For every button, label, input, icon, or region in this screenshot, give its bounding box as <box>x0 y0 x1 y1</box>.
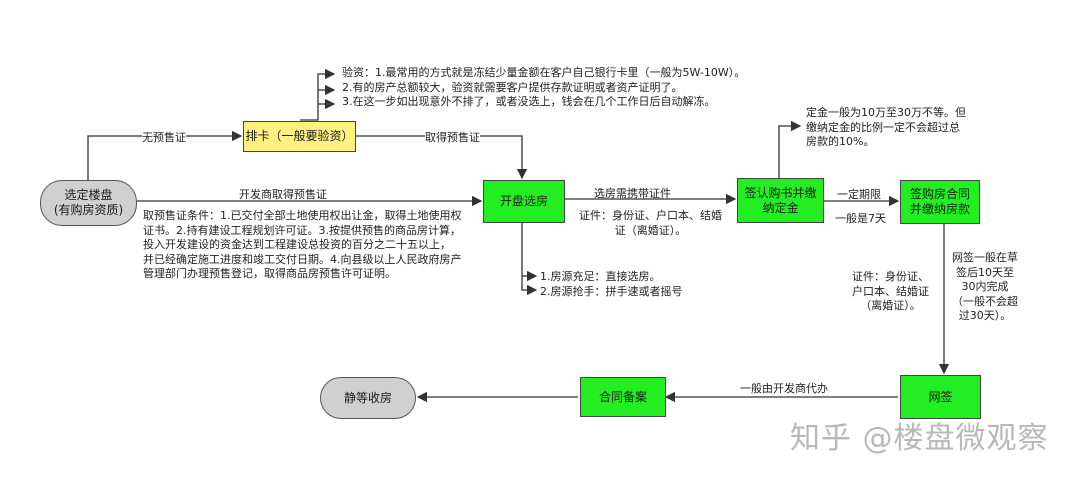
note-link-deposit <box>778 120 802 178</box>
note-docs-selection: 证件：身份证、户口本、结婚 证（离婚证）。 <box>579 209 722 237</box>
edge-label-fixed-period: 一定期限 <box>837 188 881 201</box>
node-sign-contract: 签购房合同并缴纳房款 <box>900 180 980 224</box>
note-verify-funds: 验资：1.最常用的方式就是冻结少量金额在客户自己银行卡里（一般为5W-10W）。… <box>342 66 746 109</box>
note-deposit: 定金一般为10万至30万不等。但 缴纳定金的比例一定不会超过总 房款的10%。 <box>806 106 966 149</box>
node-contract-filing: 合同备案 <box>580 377 666 417</box>
note-link-choose <box>521 222 538 296</box>
edge-paika-kaipan <box>356 135 528 180</box>
note-presale-conditions: 取预售证条件：1.已交付全部土地使用权出让金，取得土地使用权 证书。2.持有建设… <box>143 209 462 281</box>
note-docs-contract: 证件：身份证、 户口本、结婚证 （离婚证）。 <box>852 270 929 313</box>
node-select-property: 选定楼盘 (有购房资质) <box>40 180 137 226</box>
edge-select-paika <box>87 130 243 180</box>
node-open-selection: 开盘选房 <box>483 180 565 223</box>
node-net-sign: 网签 <box>900 375 981 419</box>
edge-label-no-presale: 无预售证 <box>142 129 186 145</box>
node-queue-card: 排卡（一般要验资） <box>243 121 356 152</box>
node-sign-subscription: 签认购书并缴纳定金 <box>737 178 824 223</box>
note-choose-method: 1.房源充足：直接选房。 2.房源抢手：拼手速或者摇号 <box>540 270 683 298</box>
edge-label-seven-days: 一般是7天 <box>835 212 886 225</box>
edge-label-get-presale: 取得预售证 <box>425 129 480 145</box>
node-await-handover: 静等收房 <box>320 377 416 419</box>
edge-label-need-docs: 选房需携带证件 <box>594 187 671 200</box>
edge-label-dev-presale: 开发商取得预售证 <box>239 188 327 201</box>
note-link-verify <box>300 68 336 121</box>
edge-label-by-developer: 一般由开发商代办 <box>740 382 828 395</box>
note-net-sign-period: 网签一般在草 签后10天至 30内完成 （一般不会超 过30天）。 <box>952 251 1018 323</box>
watermark-text: 知乎 @楼盘微观察 <box>790 421 1049 456</box>
